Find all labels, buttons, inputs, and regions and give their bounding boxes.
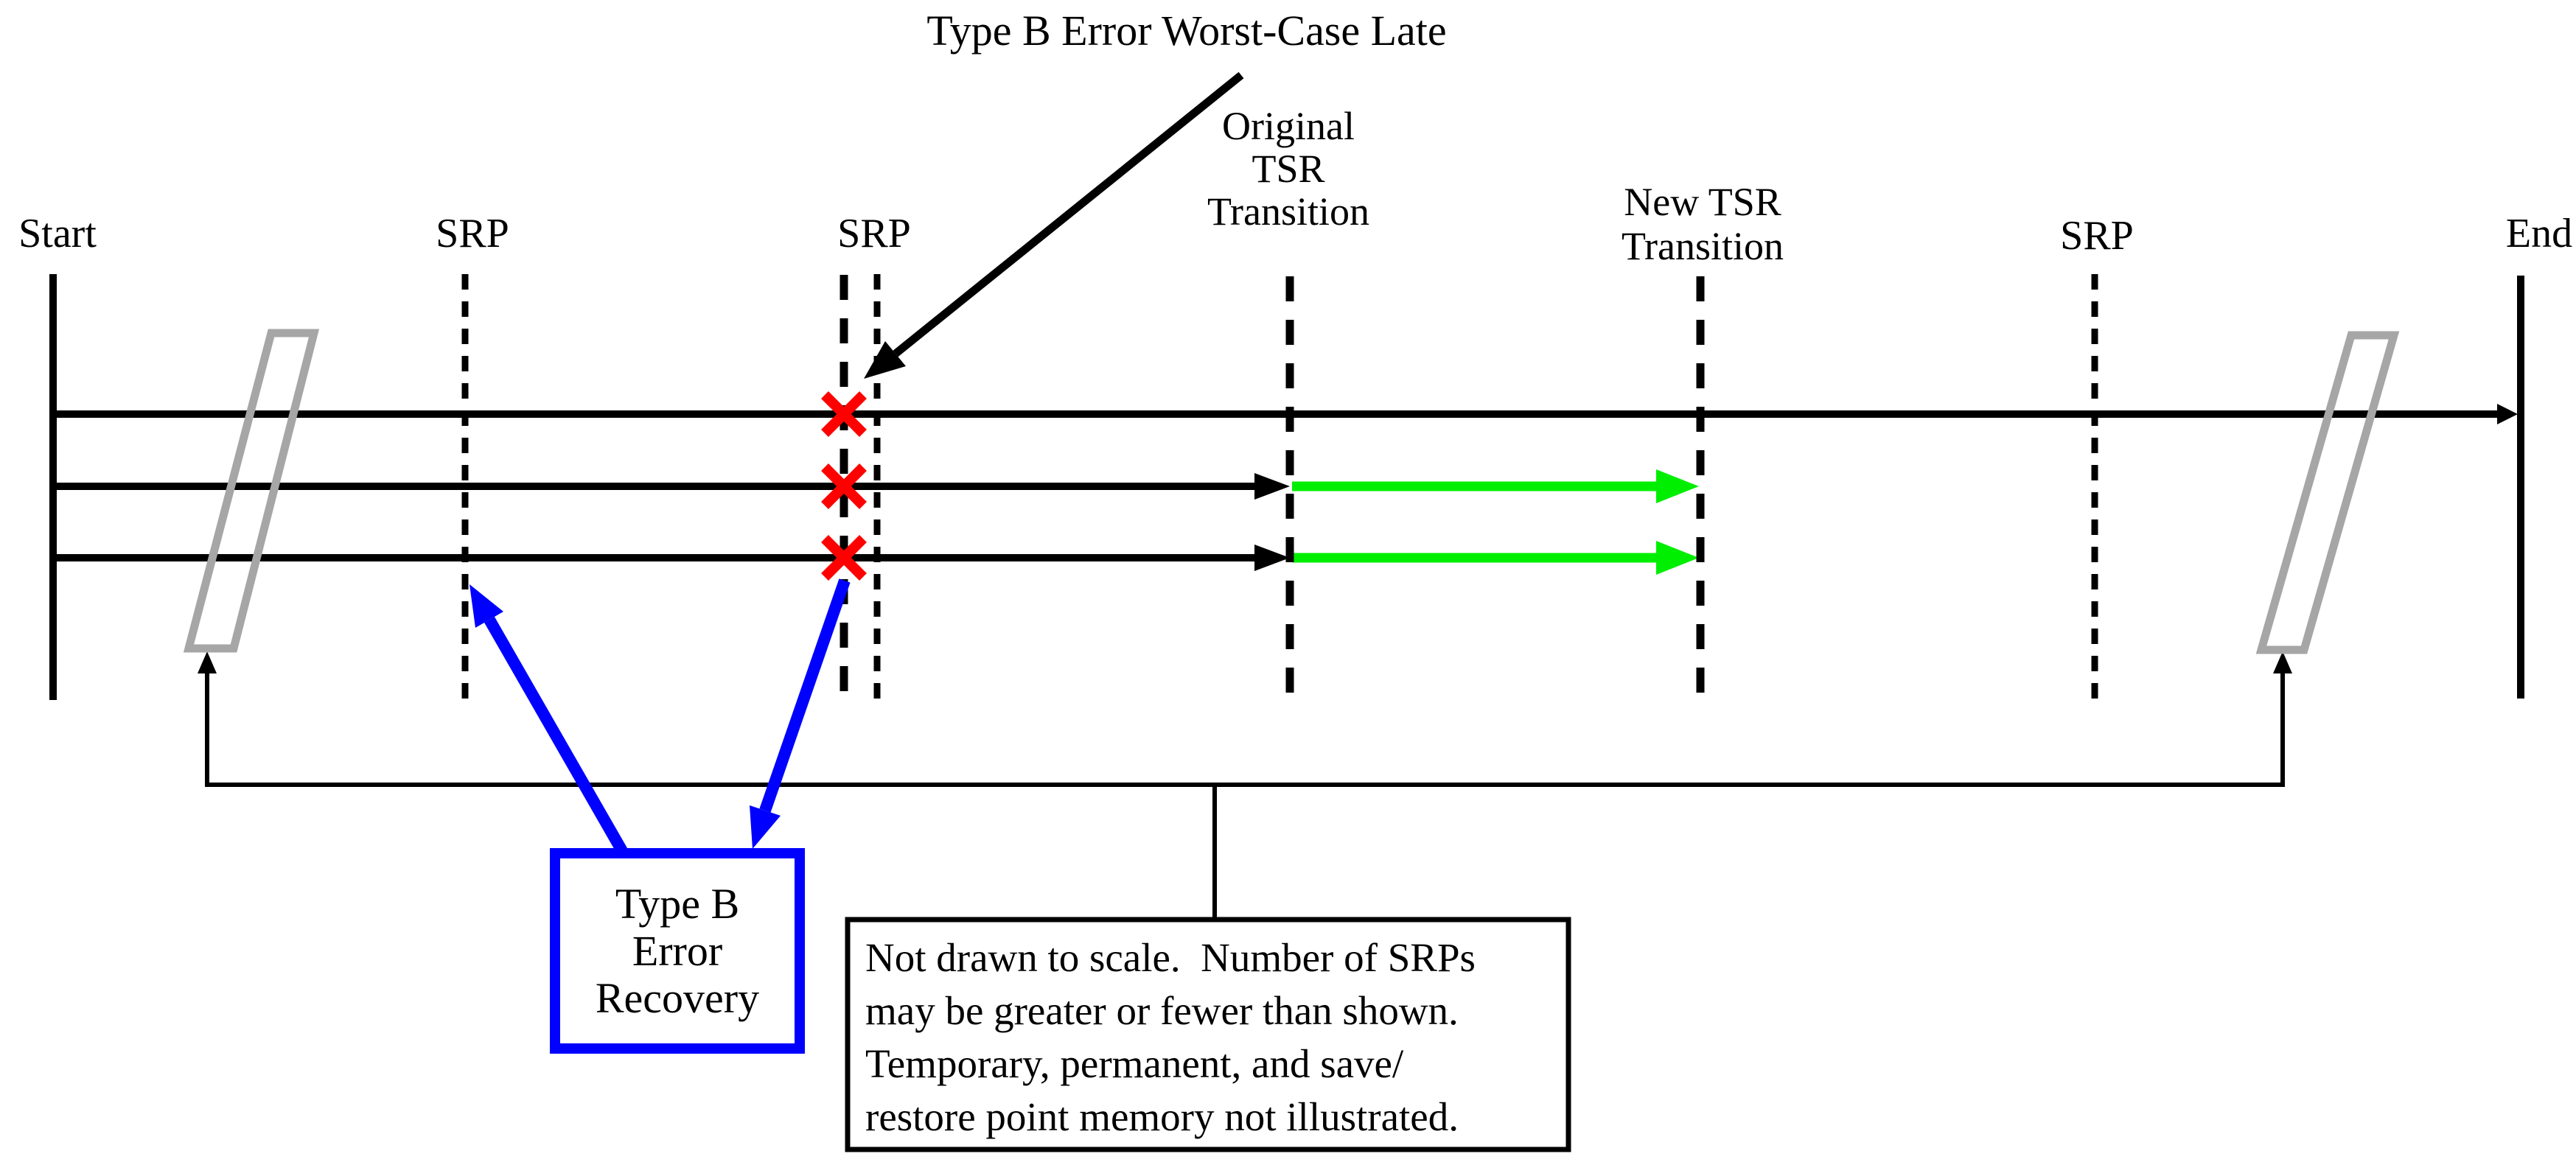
right-timeline-break-icon [2255, 331, 2400, 654]
recovery-box: Type B Error Recovery [555, 853, 800, 1049]
note-line3: Temporary, permanent, and save/ [865, 1041, 1404, 1086]
note-box-rect [845, 917, 1571, 1152]
note-line2: may be greater or fewer than shown. [865, 988, 1459, 1033]
timeline-3-arrowhead-icon [1254, 545, 1290, 571]
end-label: End [2505, 211, 2573, 256]
extension-arrowhead-2-icon [1656, 469, 1699, 503]
srp-label-1: SRP [436, 211, 509, 256]
diagram-title: Type B Error Worst-Case Late [926, 7, 1447, 55]
recovery-box-line2: Error [632, 926, 723, 975]
recovery-arrow-left-head-icon [470, 584, 503, 628]
start-label: Start [18, 211, 97, 256]
extension-arrowhead-3-icon [1656, 541, 1699, 575]
note-box: Not drawn to scale. Number of SRPs may b… [848, 920, 1568, 1149]
error-x-icon-1 [821, 391, 867, 437]
recovery-box-rect [550, 848, 805, 1054]
title-callout-arrow [893, 71, 1244, 357]
bracket-right-arrowhead-icon [2273, 651, 2292, 673]
original-tsr-label: Original TSR Transition [1207, 105, 1369, 233]
new-tsr-label-line1: New TSR [1624, 180, 1781, 224]
bracket-left-arrowhead-icon [198, 651, 217, 673]
timeline-1-arrowhead-icon [2497, 404, 2518, 424]
original-tsr-label-line3: Transition [1207, 189, 1370, 234]
recovery-box-line3: Recovery [595, 973, 760, 1022]
error-x-icon-3 [821, 535, 867, 581]
original-tsr-label-line2: TSR [1252, 147, 1325, 191]
recovery-arrow-right-head-icon [750, 805, 781, 849]
timeline-2-arrowhead-icon [1254, 473, 1290, 500]
note-line4: restore point memory not illustrated. [865, 1094, 1459, 1139]
left-timeline-break-icon [183, 329, 320, 653]
error-x-icon-2 [821, 463, 867, 509]
recovery-arrow-left [484, 617, 629, 858]
srp-label-3: SRP [2060, 213, 2134, 259]
note-bracket [205, 672, 2285, 922]
recovery-arrow-right [759, 578, 851, 813]
recovery-box-line1: Type B [615, 879, 740, 928]
new-tsr-label: New TSR Transition [1622, 180, 1784, 268]
new-tsr-label-line2: Transition [1621, 224, 1784, 268]
original-tsr-label-line1: Original [1222, 104, 1355, 148]
srp-label-2: SRP [837, 211, 911, 256]
note-line1: Not drawn to scale. Number of SRPs [865, 935, 1476, 980]
